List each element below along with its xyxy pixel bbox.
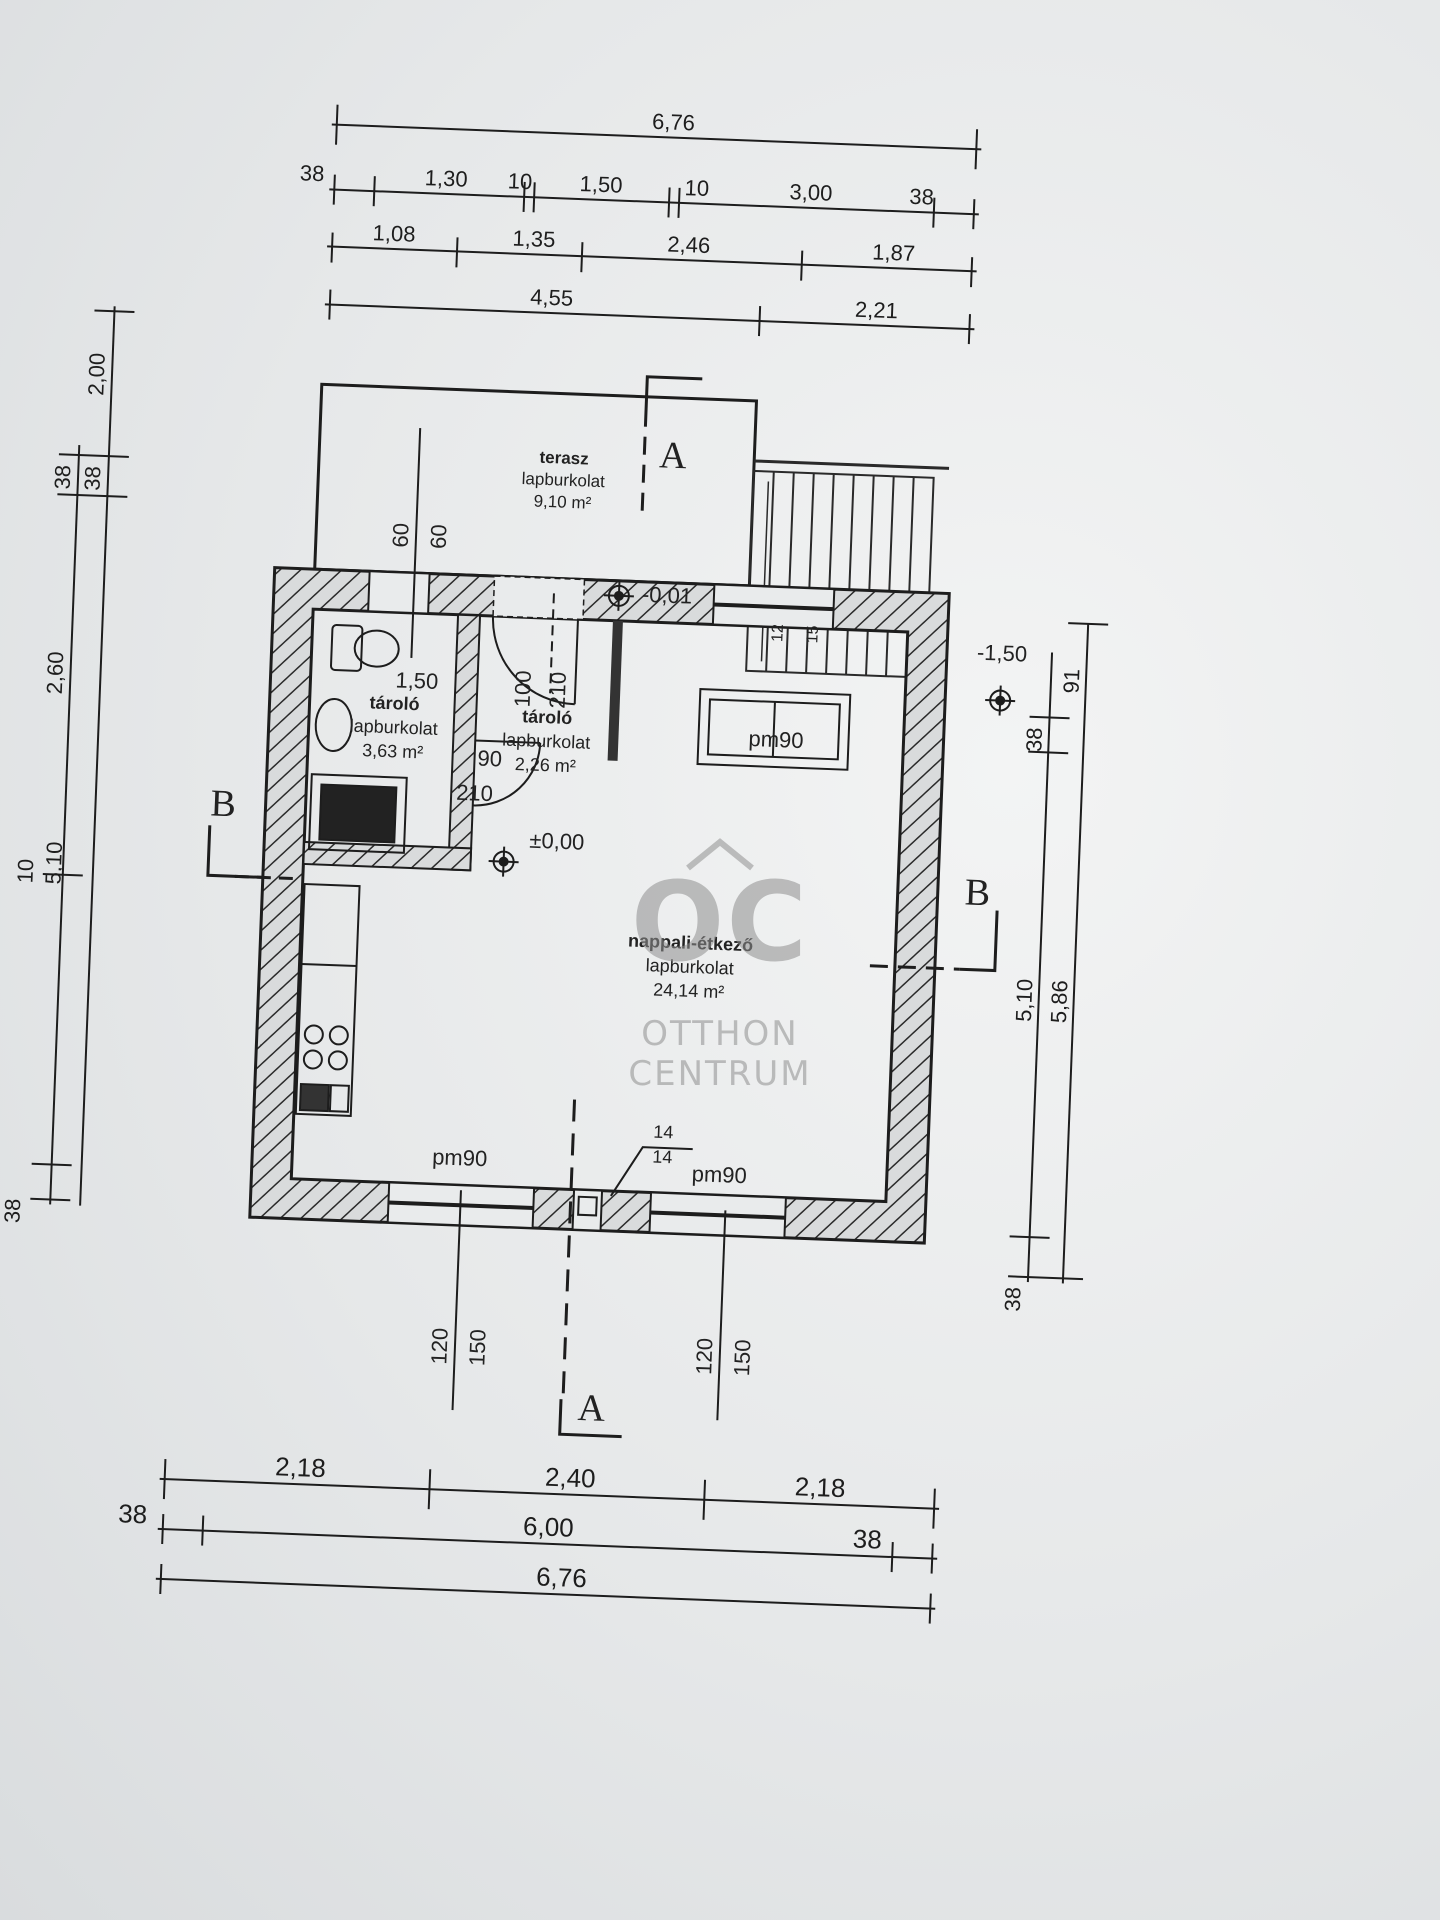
- section-lines: [206, 375, 999, 1439]
- terasz-door-dim-1: 60: [426, 524, 452, 549]
- section-letters: A A B B: [210, 434, 991, 1430]
- bottom-dim-r1-0: 2,18: [275, 1451, 327, 1483]
- bottom-dim-r2-0: 38: [118, 1498, 148, 1529]
- taroló2-area: 2,26 m²: [514, 754, 576, 776]
- watermark-logo: OC: [631, 858, 809, 986]
- level-stair: -1,50: [977, 640, 1028, 667]
- taroló2-name: tároló: [522, 706, 573, 728]
- stair-dim-0: 12: [769, 624, 787, 643]
- bottom-dim-r1-1: 2,40: [544, 1462, 596, 1494]
- fixtures: [294, 624, 852, 1117]
- level-labels: -0,01 -1,50 ±0,00: [529, 582, 1028, 855]
- walls: [248, 566, 951, 1245]
- bottom-dimension-labels: 2,18 2,40 2,18 38 6,00 38 6,76: [118, 1451, 883, 1593]
- top-dim-r2-0: 1,08: [372, 220, 416, 247]
- doors: [472, 615, 579, 807]
- bottom-dim-r2-1: 6,00: [523, 1511, 575, 1543]
- win-right-dim-1: 150: [729, 1339, 755, 1377]
- section-b-right: B: [964, 871, 991, 914]
- left-dim-2: 38: [80, 466, 106, 491]
- top-dim-r3-1: 2,21: [855, 297, 899, 324]
- bottom-window-left-label: pm90: [432, 1144, 488, 1171]
- level-markers: [488, 580, 1016, 877]
- opening-labels: 60 60 1,50 100 210 90 210 pm90 pm90 pm90…: [388, 522, 822, 1377]
- nappali-finish: lapburkolat: [645, 955, 734, 978]
- terasz-area: 9,10 m²: [533, 492, 592, 513]
- watermark-line1: OTTHON: [641, 1014, 798, 1054]
- watermark-line2: CENTRUM: [628, 1054, 811, 1094]
- right-dim-2: 5,10: [1011, 978, 1038, 1022]
- wc-height: 1,50: [395, 667, 439, 694]
- left-dim-3: 2,60: [42, 651, 69, 695]
- door1-dim-0: 100: [510, 670, 536, 708]
- top-dim-r1-6: 38: [909, 184, 934, 210]
- left-dim-5: 5,10: [40, 841, 67, 885]
- top-dimensions: [324, 104, 982, 345]
- right-dim-4: 38: [1000, 1287, 1026, 1312]
- watermark-roof-icon: [686, 838, 754, 871]
- top-dimension-labels: 6,76 38 1,30 10 1,50 10 3,00 38 1,08 1,3…: [299, 109, 934, 324]
- terasz-name: terasz: [539, 448, 589, 469]
- right-dimensions: [1008, 622, 1109, 1284]
- taroló1-name: tároló: [369, 692, 420, 714]
- taroló1-area: 3,63 m²: [362, 740, 424, 762]
- top-dim-r1-4: 10: [684, 175, 709, 201]
- nappali-name: nappali-étkező: [628, 930, 754, 955]
- top-dim-r1-0: 38: [299, 160, 324, 186]
- right-dimension-labels: 91 38 5,10 5,86 38: [1000, 668, 1085, 1312]
- drawing: 6,76 38 1,30 10 1,50 10 3,00 38 1,08 1,3…: [0, 104, 1109, 1624]
- left-dim-4: 10: [12, 858, 38, 883]
- top-dim-r1-1: 1,30: [424, 165, 468, 192]
- bottom-dim-r2-2: 38: [852, 1524, 882, 1555]
- top-window-label: pm90: [748, 726, 804, 753]
- door2-dim-0: 90: [477, 746, 502, 772]
- right-dim-1: 38: [1021, 727, 1047, 752]
- right-dim-3: 5,86: [1046, 980, 1073, 1024]
- terasz-door-dim-0: 60: [388, 522, 414, 547]
- top-dim-overall: 6,76: [652, 109, 696, 136]
- top-dim-r1-5: 3,00: [789, 179, 833, 206]
- bottom-dimensions: [155, 1459, 940, 1624]
- left-dim-0: 2,00: [83, 352, 110, 396]
- left-dimensions: [30, 306, 135, 1206]
- top-dim-r2-3: 1,87: [872, 239, 916, 266]
- terasz-finish: lapburkolat: [521, 469, 605, 491]
- chimney-dim-0: 14: [653, 1122, 674, 1143]
- bottom-dim-overall: 6,76: [536, 1561, 588, 1593]
- section-a-top: A: [659, 434, 689, 477]
- win-left-dim-0: 120: [426, 1327, 452, 1365]
- section-a-bottom: A: [577, 1387, 607, 1430]
- nappali-area: 24,14 m²: [653, 979, 725, 1002]
- level-terasz: -0,01: [642, 582, 693, 609]
- top-dim-r2-1: 1,35: [512, 226, 556, 253]
- section-b-left: B: [210, 782, 237, 825]
- chimney-dim-1: 14: [652, 1147, 673, 1168]
- taroló2-finish: lapburkolat: [502, 729, 591, 752]
- right-dim-0: 91: [1059, 668, 1085, 693]
- top-dim-r3-0: 4,55: [530, 284, 574, 311]
- win-left-dim-1: 150: [464, 1329, 490, 1367]
- top-dim-r1-2: 10: [507, 168, 532, 194]
- top-dim-r1-3: 1,50: [579, 171, 623, 198]
- leader-lines: [410, 428, 727, 1421]
- room-labels: terasz lapburkolat 9,10 m² tároló lapbur…: [349, 448, 754, 1002]
- top-dim-r2-2: 2,46: [667, 231, 711, 258]
- door2-dim-1: 210: [456, 780, 494, 806]
- stair-dim-1: 15: [804, 625, 822, 644]
- bottom-dim-r1-2: 2,18: [794, 1471, 846, 1503]
- left-dim-1: 38: [50, 464, 76, 489]
- left-dimension-labels: 2,00 38 38 2,60 10 5,10 38: [0, 352, 110, 1223]
- door1-dim-1: 210: [545, 671, 571, 709]
- taroló1-finish: lapburkolat: [349, 716, 438, 739]
- watermark: OC OTTHON CENTRUM: [628, 838, 811, 1094]
- left-dim-6: 38: [0, 1198, 25, 1223]
- bottom-window-right-label: pm90: [691, 1161, 747, 1188]
- level-main: ±0,00: [529, 828, 585, 855]
- win-right-dim-0: 120: [691, 1338, 717, 1376]
